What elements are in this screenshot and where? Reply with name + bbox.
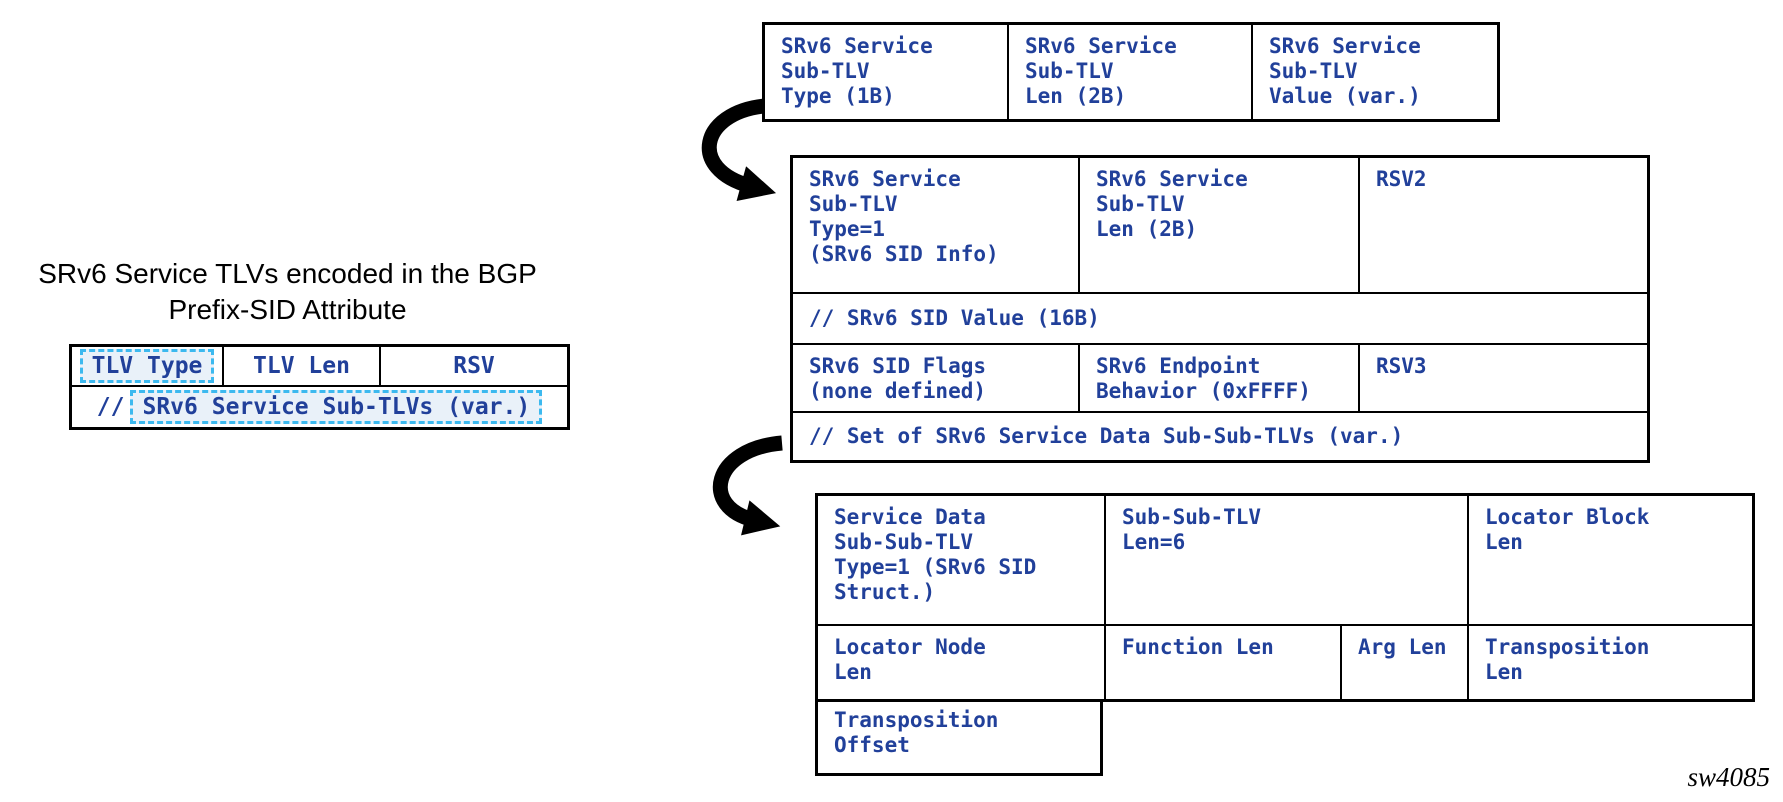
tlv-type-cell: TLV Type: [72, 347, 224, 385]
srv6-sid-info-table: SRv6 Service Sub-TLV Type=1 (SRv6 SID In…: [790, 155, 1650, 463]
endpoint-behavior-cell: SRv6 Endpoint Behavior (0xFFFF): [1080, 345, 1360, 411]
figure-title-line2: Prefix-SID Attribute: [168, 294, 407, 325]
sub-sub-tlv-len-cell: Sub-Sub-TLV Len=6: [1106, 496, 1469, 624]
table-row: SRv6 Service Sub-TLV Type=1 (SRv6 SID In…: [793, 158, 1647, 294]
srv6-sid-structure-table: Service Data Sub-Sub-TLV Type=1 (SRv6 SI…: [815, 493, 1755, 702]
sub-tlvs-cell: // SRv6 Service Sub-TLVs (var.): [72, 387, 567, 427]
table-row: // SRv6 SID Value (16B): [793, 294, 1647, 345]
figure-id: sw4085: [1687, 762, 1770, 792]
function-len-cell: Function Len: [1106, 626, 1342, 699]
sub-tlv-type-cell: SRv6 Service Sub-TLV Type (1B): [765, 25, 1009, 119]
sub-tlvs-highlight: SRv6 Service Sub-TLVs (var.): [130, 390, 543, 424]
table-row: SRv6 Service Sub-TLV Type (1B) SRv6 Serv…: [765, 25, 1497, 119]
arg-len-cell: Arg Len: [1342, 626, 1469, 699]
comment-slashes: //: [96, 394, 125, 420]
table-row: // Set of SRv6 Service Data Sub-Sub-TLVs…: [793, 413, 1647, 460]
table-row: Transposition Offset: [818, 702, 1100, 773]
rsv-cell: RSV: [453, 353, 495, 379]
tlv-len-cell: TLV Len: [224, 347, 381, 385]
expand-arrow-bottom-icon: [712, 435, 783, 536]
table-row: SRv6 SID Flags (none defined) SRv6 Endpo…: [793, 345, 1647, 413]
bgp-prefix-sid-tlv-table: TLV Type TLV Len RSV // SRv6 Service Sub…: [69, 344, 570, 430]
srv6-sub-tlv-header-table: SRv6 Service Sub-TLV Type (1B) SRv6 Serv…: [762, 22, 1500, 122]
sid-flags-cell: SRv6 SID Flags (none defined): [793, 345, 1080, 411]
table-row: TLV Type TLV Len RSV: [72, 347, 567, 387]
sub-tlv-value-cell: SRv6 Service Sub-TLV Value (var.): [1269, 34, 1421, 108]
rsv3-cell: RSV3: [1376, 354, 1427, 378]
table-row: Locator Node Len Function Len Arg Len Tr…: [818, 626, 1752, 699]
sid-info-type-cell: SRv6 Service Sub-TLV Type=1 (SRv6 SID In…: [793, 158, 1080, 292]
table-row: // SRv6 Service Sub-TLVs (var.): [72, 387, 567, 427]
rsv2-cell: RSV2: [1376, 167, 1427, 191]
tlv-type-highlight: TLV Type: [79, 349, 215, 383]
transposition-offset-box: Transposition Offset: [815, 702, 1103, 776]
sub-sub-tlv-type-cell: Service Data Sub-Sub-TLV Type=1 (SRv6 SI…: [818, 496, 1106, 624]
transposition-len-cell: Transposition Len: [1485, 635, 1650, 684]
transposition-offset-cell: Transposition Offset: [834, 708, 999, 757]
sid-info-len-cell: SRv6 Service Sub-TLV Len (2B): [1080, 158, 1360, 292]
sub-sub-tlvs-cell: // Set of SRv6 Service Data Sub-Sub-TLVs…: [809, 424, 1404, 448]
figure-title-line1: SRv6 Service TLVs encoded in the BGP: [38, 258, 537, 289]
sid-value-cell: // SRv6 SID Value (16B): [809, 306, 1100, 330]
locator-block-len-cell: Locator Block Len: [1485, 505, 1650, 554]
locator-node-len-cell: Locator Node Len: [818, 626, 1106, 699]
figure-title: SRv6 Service TLVs encoded in the BGP Pre…: [15, 256, 560, 328]
expand-arrow-top-icon: [701, 98, 777, 201]
sub-tlv-len-cell: SRv6 Service Sub-TLV Len (2B): [1009, 25, 1253, 119]
table-row: Service Data Sub-Sub-TLV Type=1 (SRv6 SI…: [818, 496, 1752, 626]
